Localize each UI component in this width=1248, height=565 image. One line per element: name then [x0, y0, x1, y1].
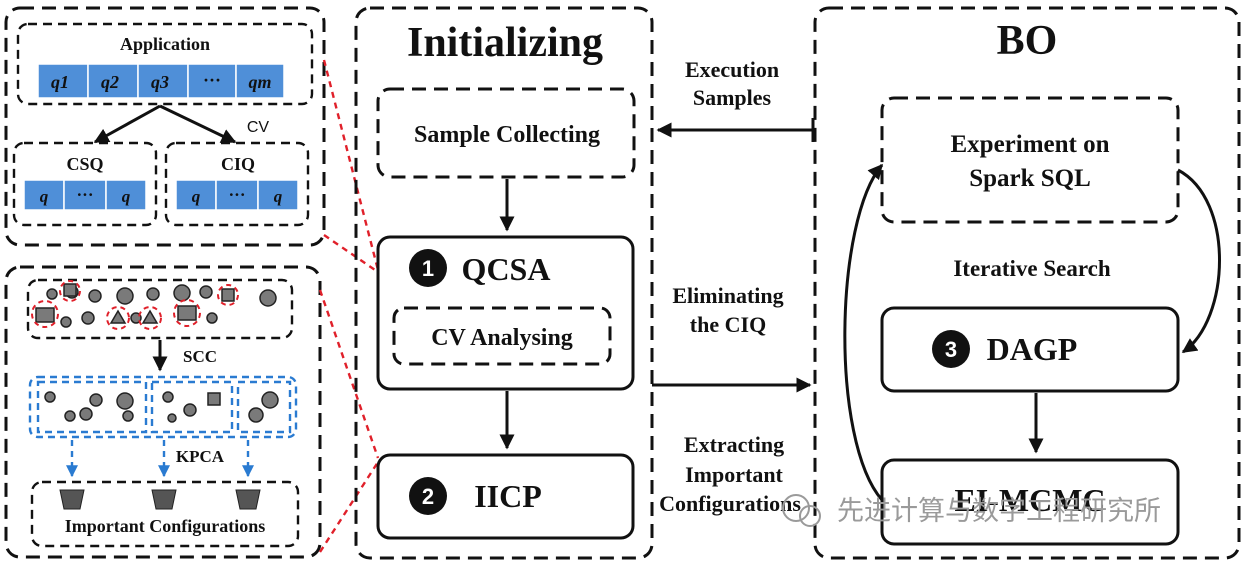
dagp-box	[880, 306, 1180, 393]
experiment-to-dagp-arrow	[1177, 168, 1221, 354]
watermark: 先进计算与数字工程研究所	[782, 494, 1161, 527]
initializing-title: Initializing	[407, 20, 603, 66]
bo-title: BO	[997, 18, 1058, 64]
bo-stage: BO Experiment on Spark SQL Iterative Sea…	[813, 6, 1241, 560]
ei-mcmc-label: EI-MCMC	[954, 482, 1105, 518]
query-label: ···	[203, 70, 221, 90]
dagp-label: DAGP	[987, 331, 1078, 367]
left-top-frame	[4, 6, 326, 247]
config-icon	[151, 489, 177, 510]
connector-iicp-bottom	[318, 461, 380, 553]
iicp-label: IICP	[474, 478, 542, 514]
query-row: q1 q2 q3 ··· qm	[37, 63, 285, 99]
query-label: q2	[101, 72, 119, 92]
qcsa-number: 1	[422, 256, 434, 281]
query-label: q1	[51, 72, 69, 92]
csq-cell	[23, 179, 65, 211]
iicp-number-badge	[409, 477, 447, 515]
extracting-line2: Important	[685, 462, 783, 487]
important-configurations-label: Important Configurations	[65, 516, 266, 536]
experiment-box	[880, 96, 1180, 224]
iterative-search-label: Iterative Search	[953, 256, 1111, 281]
cluster-shapes	[44, 391, 279, 423]
execution-samples-line1: Execution	[685, 57, 779, 82]
cv-analysing-label: CV Analysing	[431, 325, 573, 351]
cluster-2	[150, 380, 234, 434]
arrow-to-csq	[93, 104, 161, 144]
ciq-box	[164, 141, 310, 227]
dagp-number-badge	[932, 330, 970, 368]
execution-samples-line2: Samples	[693, 85, 772, 110]
csq-box	[12, 141, 158, 227]
parameter-shapes	[31, 280, 277, 330]
csq-cell-label: q	[122, 187, 131, 206]
config-icon	[235, 489, 261, 510]
ciq-cell	[257, 179, 299, 211]
query-cell	[187, 63, 237, 99]
csq-label: CSQ	[66, 154, 103, 174]
connector-qcsa-top	[322, 59, 380, 271]
stage-connections: Execution Samples Eliminating the CIQ Ex…	[652, 57, 815, 516]
extracting-line1: Extracting	[684, 432, 784, 457]
ciq-cell-label: ···	[228, 185, 245, 204]
left-bottom-frame	[4, 265, 322, 559]
csq-cell	[63, 179, 107, 211]
initializing-frame	[354, 6, 654, 560]
csq-cell-label: ···	[76, 185, 93, 204]
query-classification-panel: Application q1 q2 q3 ··· qm CV CSQ q ···…	[4, 6, 326, 247]
query-cell	[137, 63, 189, 99]
connector-iicp-top	[318, 289, 380, 459]
extracting-line3: Configurations	[659, 491, 801, 516]
csq-cell-label: q	[40, 187, 49, 206]
qcsa-number-badge	[409, 249, 447, 287]
ciq-cell-label: q	[274, 187, 283, 206]
application-label: Application	[120, 34, 210, 54]
experiment-line2: Spark SQL	[969, 165, 1091, 192]
wechat-icon	[782, 494, 810, 522]
dagp-number: 3	[945, 337, 957, 362]
application-box	[16, 22, 314, 106]
cluster-3	[236, 380, 292, 434]
cluster-1	[36, 380, 148, 434]
ciq-label: CIQ	[221, 154, 255, 174]
cv-label: CV	[247, 119, 270, 136]
eliminating-line2: the CIQ	[690, 312, 766, 337]
parameter-pool-box	[26, 278, 294, 340]
important-configurations-box	[30, 480, 300, 548]
eliminating-line1: Eliminating	[672, 283, 783, 308]
experiment-line1: Experiment on	[950, 131, 1109, 158]
iicp-number: 2	[422, 484, 434, 509]
sample-collecting-box	[376, 87, 636, 179]
watermark-text: 先进计算与数字工程研究所	[837, 496, 1161, 527]
ei-mcmc-box	[880, 458, 1180, 546]
csq-cell	[105, 179, 147, 211]
scc-label: SCC	[183, 347, 217, 366]
query-label: qm	[248, 72, 271, 92]
sample-collecting-label: Sample Collecting	[414, 122, 600, 148]
configuration-selection-panel: SCC KPCA Important Configurations	[4, 265, 322, 559]
ciq-cell-label: q	[192, 187, 201, 206]
qcsa-label: QCSA	[462, 251, 551, 287]
query-cell	[235, 63, 285, 99]
cluster-frame	[28, 375, 298, 439]
ei-mcmc-to-experiment-arrow	[843, 163, 884, 501]
config-icon	[59, 489, 85, 510]
connector-qcsa-bottom	[323, 234, 379, 273]
wechat-icon-small	[799, 505, 821, 527]
iicp-box	[376, 453, 635, 540]
cv-analysing-box	[392, 306, 612, 366]
query-label: q3	[151, 72, 169, 92]
initializing-stage: Initializing Sample Collecting 1 QCSA CV…	[354, 6, 654, 560]
arrow-to-ciq	[159, 104, 237, 144]
bo-frame	[813, 6, 1241, 560]
kpca-label: KPCA	[176, 447, 225, 466]
ciq-cell	[215, 179, 259, 211]
